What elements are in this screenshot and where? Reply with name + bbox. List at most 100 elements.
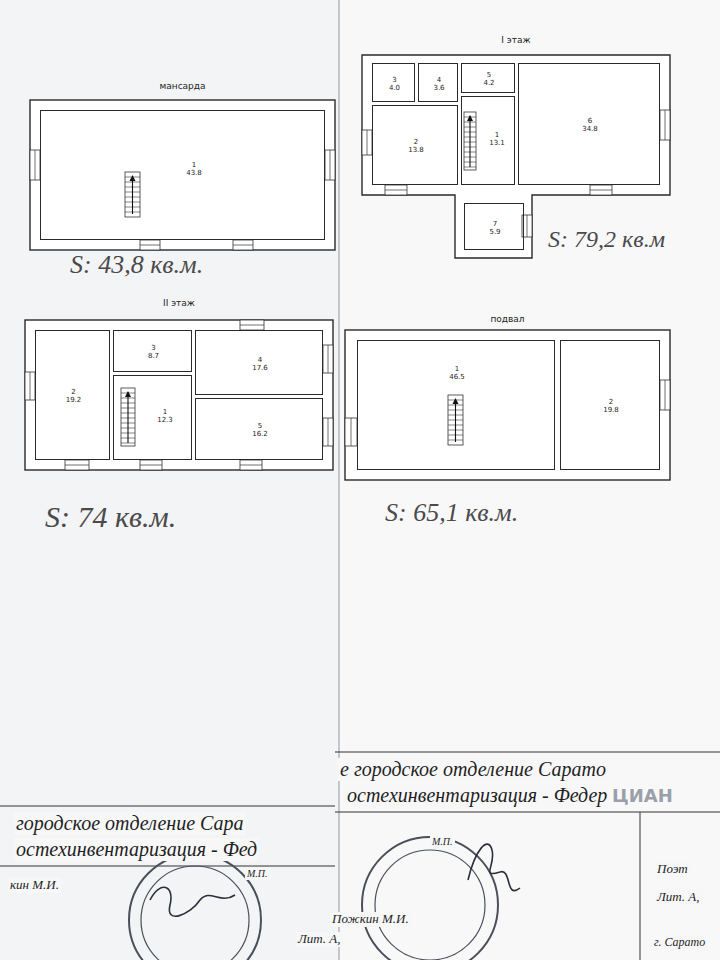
room-number: 5	[252, 422, 268, 430]
stamp-ring	[141, 866, 249, 960]
room-number: 1	[157, 408, 173, 416]
frame-line	[0, 805, 335, 806]
room-area: 8.7	[148, 352, 159, 360]
outer-wall	[345, 330, 670, 480]
stamp-text: кин М.И.	[8, 878, 61, 893]
window-symbol	[140, 240, 160, 250]
window-symbol	[240, 460, 262, 470]
room: 417.6	[195, 330, 323, 395]
room-number: 6	[582, 117, 598, 125]
stamp-text: г. Сарато	[652, 936, 707, 950]
frame-line	[335, 812, 720, 813]
room-number: 3	[389, 75, 400, 83]
room: 143.8	[40, 110, 325, 240]
room-area: 34.8	[582, 125, 598, 133]
room-number: 1	[186, 161, 202, 169]
room-label: 143.8	[186, 161, 202, 177]
room-number: 2	[603, 398, 619, 406]
floor-heading: подвал	[345, 314, 670, 324]
room-label: 43.6	[433, 75, 444, 91]
window-symbol	[660, 110, 670, 140]
handwritten-area: S: 74 кв.м.	[45, 500, 176, 535]
room-number: 4	[433, 75, 444, 83]
room-area: 19.8	[603, 406, 619, 414]
room-number: 2	[408, 138, 424, 146]
window-symbol	[385, 185, 407, 195]
handwritten-area: S: 79,2 кв.м	[548, 226, 665, 254]
outer-wall	[30, 100, 335, 250]
room-number: 1	[489, 131, 505, 139]
outer-wall	[25, 320, 333, 470]
wall-drawing	[345, 330, 670, 480]
room: 112.3	[113, 375, 192, 460]
room-area: 16.2	[252, 430, 268, 438]
floor-heading: I этаж	[362, 35, 670, 45]
room-area: 17.6	[252, 364, 268, 372]
window-symbol	[25, 372, 35, 400]
stamp-text: Лит. А,	[655, 890, 702, 905]
window-symbol	[660, 380, 670, 410]
floor-plan: II этаж219.238.7417.6112.3516.2	[25, 320, 333, 470]
window-symbol	[30, 150, 40, 180]
room-label: 146.5	[449, 365, 465, 381]
floor-heading: II этаж	[25, 298, 333, 308]
room-label: 34.0	[389, 75, 400, 91]
room: 213.8	[372, 105, 458, 185]
room: 34.0	[372, 63, 415, 102]
room-label: 219.2	[66, 388, 82, 404]
stamp-text: остехинвентаризация - Фед	[14, 838, 259, 861]
signature	[150, 887, 235, 916]
stamp-text: остехинвентаризация - Федер	[345, 784, 609, 807]
room: 219.2	[35, 330, 110, 460]
stair-symbol	[448, 395, 463, 445]
paper-fold	[338, 0, 340, 960]
stamp-ring	[375, 850, 485, 960]
floor-plan: подвал146.5219.8	[345, 330, 670, 480]
window-symbol	[233, 240, 253, 250]
stamp-ring	[129, 854, 261, 960]
room: 113.1	[461, 96, 515, 185]
frame-line	[640, 812, 641, 960]
stamp-text: М.П.	[245, 868, 270, 880]
room-number: 5	[483, 71, 494, 79]
room-label: 112.3	[157, 408, 173, 424]
window-symbol	[345, 418, 357, 446]
stamp-text: Лит. А,	[296, 932, 343, 947]
stamp-text: городское отделение Сара	[14, 812, 246, 835]
stamp-ring	[362, 837, 498, 960]
stamp-text: М.П.	[430, 836, 455, 848]
room: 43.6	[418, 63, 458, 102]
frame-line	[0, 866, 335, 867]
room-label: 75.9	[489, 219, 500, 235]
window-symbol	[590, 185, 612, 195]
room-number: 7	[489, 219, 500, 227]
room: 54.2	[461, 63, 515, 93]
room-number: 3	[148, 344, 159, 352]
room-area: 12.3	[157, 416, 173, 424]
stair-symbol	[121, 388, 135, 446]
stamp-text: Пожкин М.И.	[330, 912, 411, 927]
window-symbol	[362, 130, 372, 155]
outer-wall	[362, 55, 670, 258]
window-symbol	[323, 418, 333, 446]
room-area: 4.2	[483, 79, 494, 87]
handwritten-area: S: 65,1 кв.м.	[385, 498, 518, 528]
room-area: 19.2	[66, 396, 82, 404]
floor-heading: мансарда	[30, 81, 335, 91]
room: 146.5	[357, 340, 555, 470]
wall-drawing	[25, 320, 333, 470]
right-sheet	[340, 0, 720, 960]
room: 516.2	[195, 398, 323, 460]
floor-plan: мансарда143.8	[30, 100, 335, 250]
window-symbol	[140, 460, 162, 470]
room: 219.8	[560, 340, 660, 470]
room-area: 43.8	[186, 169, 202, 177]
room-label: 54.2	[483, 71, 494, 87]
signature	[468, 844, 520, 891]
frame-line	[335, 751, 720, 752]
room: 38.7	[113, 330, 192, 372]
room-label: 634.8	[582, 117, 598, 133]
room-area: 13.8	[408, 146, 424, 154]
room-number: 4	[252, 355, 268, 363]
